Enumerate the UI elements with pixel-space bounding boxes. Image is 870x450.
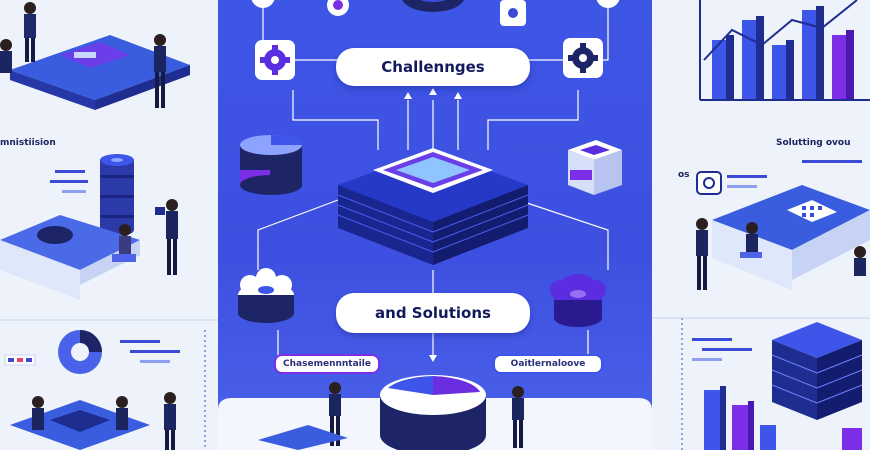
- right-caption: Solutting ovou: [776, 138, 851, 148]
- server-box-icon: [568, 140, 622, 195]
- gear-icon: [238, 268, 294, 323]
- database-icon: [100, 154, 134, 236]
- desk-top: [10, 35, 190, 100]
- pie-cylinder-icon: [240, 135, 302, 195]
- left-scene: [0, 2, 218, 450]
- arrow-down-icon: [429, 355, 437, 362]
- right-small-text: os: [678, 170, 690, 180]
- person-icon: [32, 396, 44, 430]
- center-flow-diagram: [218, 0, 652, 450]
- person-standing-icon: [696, 218, 708, 290]
- central-platform-icon: [337, 148, 529, 265]
- person-icon: [116, 396, 128, 430]
- gear-icon: [563, 38, 603, 78]
- challenges-title-pill: Challennges: [336, 48, 530, 86]
- server-stack-icon: [771, 322, 863, 420]
- challenges-tag: Chasemennntaile: [274, 354, 380, 374]
- left-illustration-panel: mnistiision: [0, 0, 218, 450]
- person-icon: [154, 34, 166, 108]
- bar-icon: [732, 405, 748, 450]
- meeting-table: [0, 215, 140, 270]
- user-node-icon: [251, 0, 275, 8]
- gear-icon: [255, 40, 295, 80]
- person-standing-icon: [329, 382, 341, 446]
- person-standing-icon: [512, 386, 524, 448]
- person-standing-icon: [24, 2, 36, 62]
- gear-icon: [550, 274, 606, 327]
- solutions-title-pill: and Solutions: [336, 293, 530, 333]
- center-diagram-panel: Challennges and Solutions Chasemennntail…: [218, 0, 652, 450]
- person-seated-icon: [740, 222, 762, 258]
- pie-chart-icon: [380, 375, 486, 450]
- left-caption: mnistiision: [0, 138, 56, 148]
- right-illustration-panel: Solutting ovou os: [652, 0, 870, 450]
- arrow-up-icons: [404, 88, 462, 99]
- settings-node-icon: [327, 0, 349, 16]
- right-scene: [652, 0, 870, 450]
- alternatives-tag: Oaitlernaloove: [493, 354, 603, 374]
- bar-icon: [760, 425, 776, 450]
- person-seated-icon: [854, 246, 866, 276]
- badge-icon: [696, 171, 722, 195]
- person-icon: [112, 224, 136, 262]
- bar-icon: [704, 390, 720, 450]
- grid-screen: [787, 200, 837, 222]
- top-platter-icon: [402, 0, 464, 12]
- donut-chart-icon: [58, 330, 102, 374]
- person-standing-icon: [164, 392, 176, 450]
- user-node-icon: [596, 0, 620, 8]
- person-standing-icon: [166, 199, 178, 275]
- lock-node-icon: [500, 0, 526, 26]
- bar-chart-icon: [699, 0, 870, 101]
- person-seated-icon: [0, 39, 12, 73]
